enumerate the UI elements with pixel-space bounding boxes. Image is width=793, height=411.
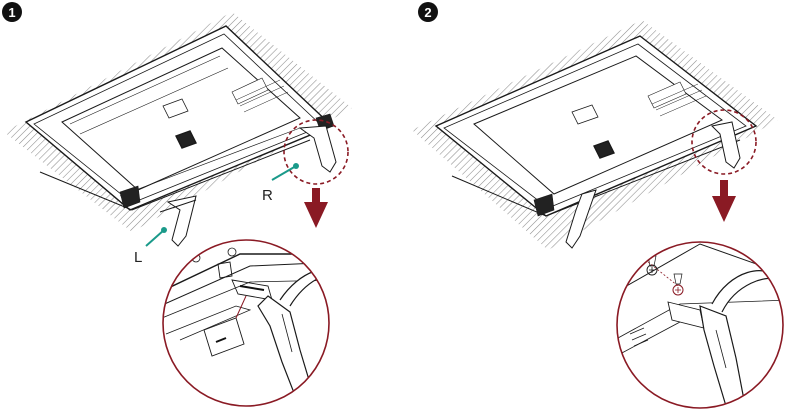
step-2-number: 2 <box>424 5 431 20</box>
step-1-callout-l: L <box>134 227 167 266</box>
step-1-arrow-down-icon <box>304 188 328 228</box>
step-1-badge: 1 <box>2 2 22 22</box>
step-1: 1 <box>2 2 352 406</box>
step-2-badge: 2 <box>418 2 438 22</box>
step-2-zoom-detail <box>614 228 790 408</box>
step-1-zoom-detail <box>160 240 340 406</box>
step-2-arrow-down-icon <box>712 180 736 222</box>
step-1-callout-r: R <box>262 163 299 204</box>
step-2: 2 <box>412 2 790 408</box>
label-l: L <box>134 249 142 266</box>
label-r: R <box>262 187 273 204</box>
step-1-number: 1 <box>8 5 15 20</box>
